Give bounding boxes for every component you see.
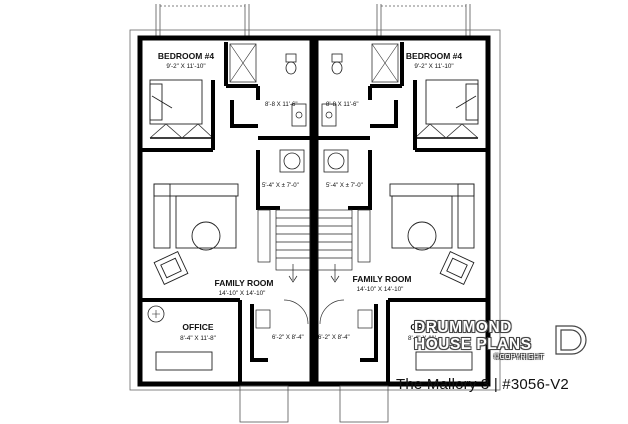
- desk-icon: [415, 351, 473, 371]
- office-dims-right: 8'-4" X 11'-: [408, 335, 438, 342]
- sofa-icon: [389, 183, 475, 249]
- washer-icon: [323, 149, 349, 173]
- closet-dims-left: 5'-4" X ± 7'-0": [262, 182, 299, 189]
- bath-dims-right: 8'-8 X 11'-6": [326, 101, 359, 108]
- watermark-line1: DRUMMOND: [414, 319, 512, 336]
- vanity-icon: [291, 103, 307, 127]
- bed-icon: [425, 79, 479, 125]
- bed-icon: [149, 79, 203, 125]
- utility-dims-right: 6'-2" X 8'-4": [318, 334, 350, 341]
- top-porch-right: [376, 4, 471, 36]
- unit-left: [140, 42, 312, 384]
- bedroom-dims-right: 9'-2" X 11'-10": [414, 63, 453, 70]
- toilet-icon: [285, 53, 297, 75]
- family-dims-left: 14'-10" X 14'-10": [219, 290, 266, 297]
- bedroom-name-left: BEDROOM #4: [158, 51, 214, 61]
- stairs-icon: [275, 209, 311, 283]
- sofa-icon: [153, 183, 239, 249]
- exterior-wall-left: [137, 35, 315, 387]
- stairs-icon: [317, 209, 353, 283]
- drummond-logo-icon: [555, 325, 587, 355]
- exterior-outline: [129, 29, 501, 391]
- office-name-left: OFFICE: [182, 322, 213, 332]
- office-name-right: OFFICE: [410, 322, 441, 332]
- watermark-line2: HOUSE PLANS: [414, 336, 532, 353]
- coffee-table-icon: [407, 221, 437, 251]
- closet-dims-right: 5'-4" X ± 7'-0": [326, 182, 363, 189]
- bottom-walkway-right: [339, 385, 389, 423]
- bottom-walkway-left: [239, 385, 289, 423]
- armchair-icon: [439, 251, 475, 285]
- family-name-left: FAMILY ROOM: [214, 278, 273, 288]
- utility-dims-left: 6'-2" X 8'-4": [272, 334, 304, 341]
- unit-right: [316, 42, 488, 384]
- family-name-right: FAMILY ROOM: [352, 274, 411, 284]
- shower-icon: [229, 43, 257, 83]
- footer-title: The Mallory 3 | #3056-V2: [396, 376, 569, 393]
- coffee-table-icon: [191, 221, 221, 251]
- plant-icon: [147, 305, 165, 323]
- armchair-icon: [153, 251, 189, 285]
- family-dims-right: 14'-10" X 14'-10": [357, 286, 404, 293]
- bedroom-name-right: BEDROOM #4: [406, 51, 462, 61]
- bedroom-dims-left: 9'-2" X 11'-10": [166, 63, 205, 70]
- watermark-copyright: ©COPYRIGHT: [494, 354, 544, 361]
- exterior-wall-right: [313, 35, 491, 387]
- bath-dims-left: 8'-8 X 11'-6": [265, 101, 298, 108]
- desk-icon: [155, 351, 213, 371]
- vanity-icon: [321, 103, 337, 127]
- top-porch-left: [155, 4, 250, 36]
- washer-icon: [279, 149, 305, 173]
- toilet-icon: [331, 53, 343, 75]
- office-dims-left: 8'-4" X 11'-8": [180, 335, 216, 342]
- shower-icon: [371, 43, 399, 83]
